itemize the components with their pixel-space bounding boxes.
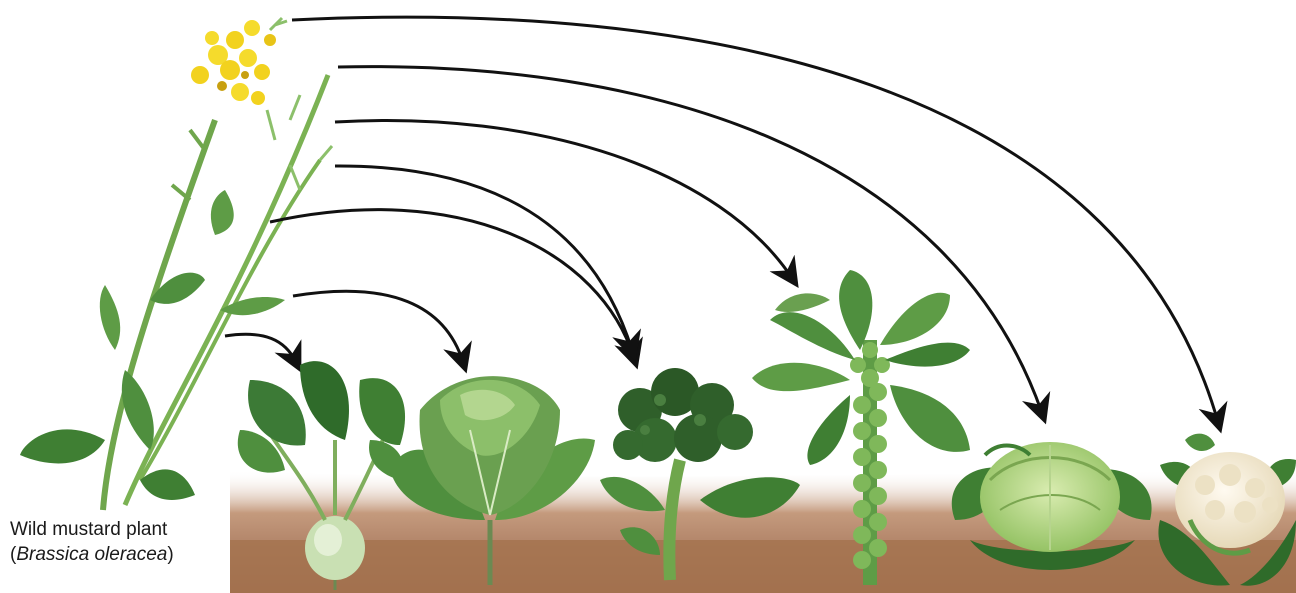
source-plant-common-name: Wild mustard plant [10,517,174,542]
paren-close: ) [167,544,173,565]
arrow-to-brussels-sprouts [335,120,792,278]
selection-arrows [225,17,1218,422]
source-plant-species: Brassica oleracea [16,544,167,565]
arrow-to-kohlrabi [225,334,296,362]
source-plant-caption: Wild mustard plant (Brassica oleracea) [10,517,174,567]
arrow-to-kale [293,291,463,362]
arrow-to-cauliflower [292,17,1218,422]
source-plant-species-line: (Brassica oleracea) [10,542,174,567]
mustard-flowers [191,18,287,105]
soil-base [230,540,1296,593]
arrow-to-broccoli-2 [335,166,632,350]
cabbage-icon [952,442,1152,570]
